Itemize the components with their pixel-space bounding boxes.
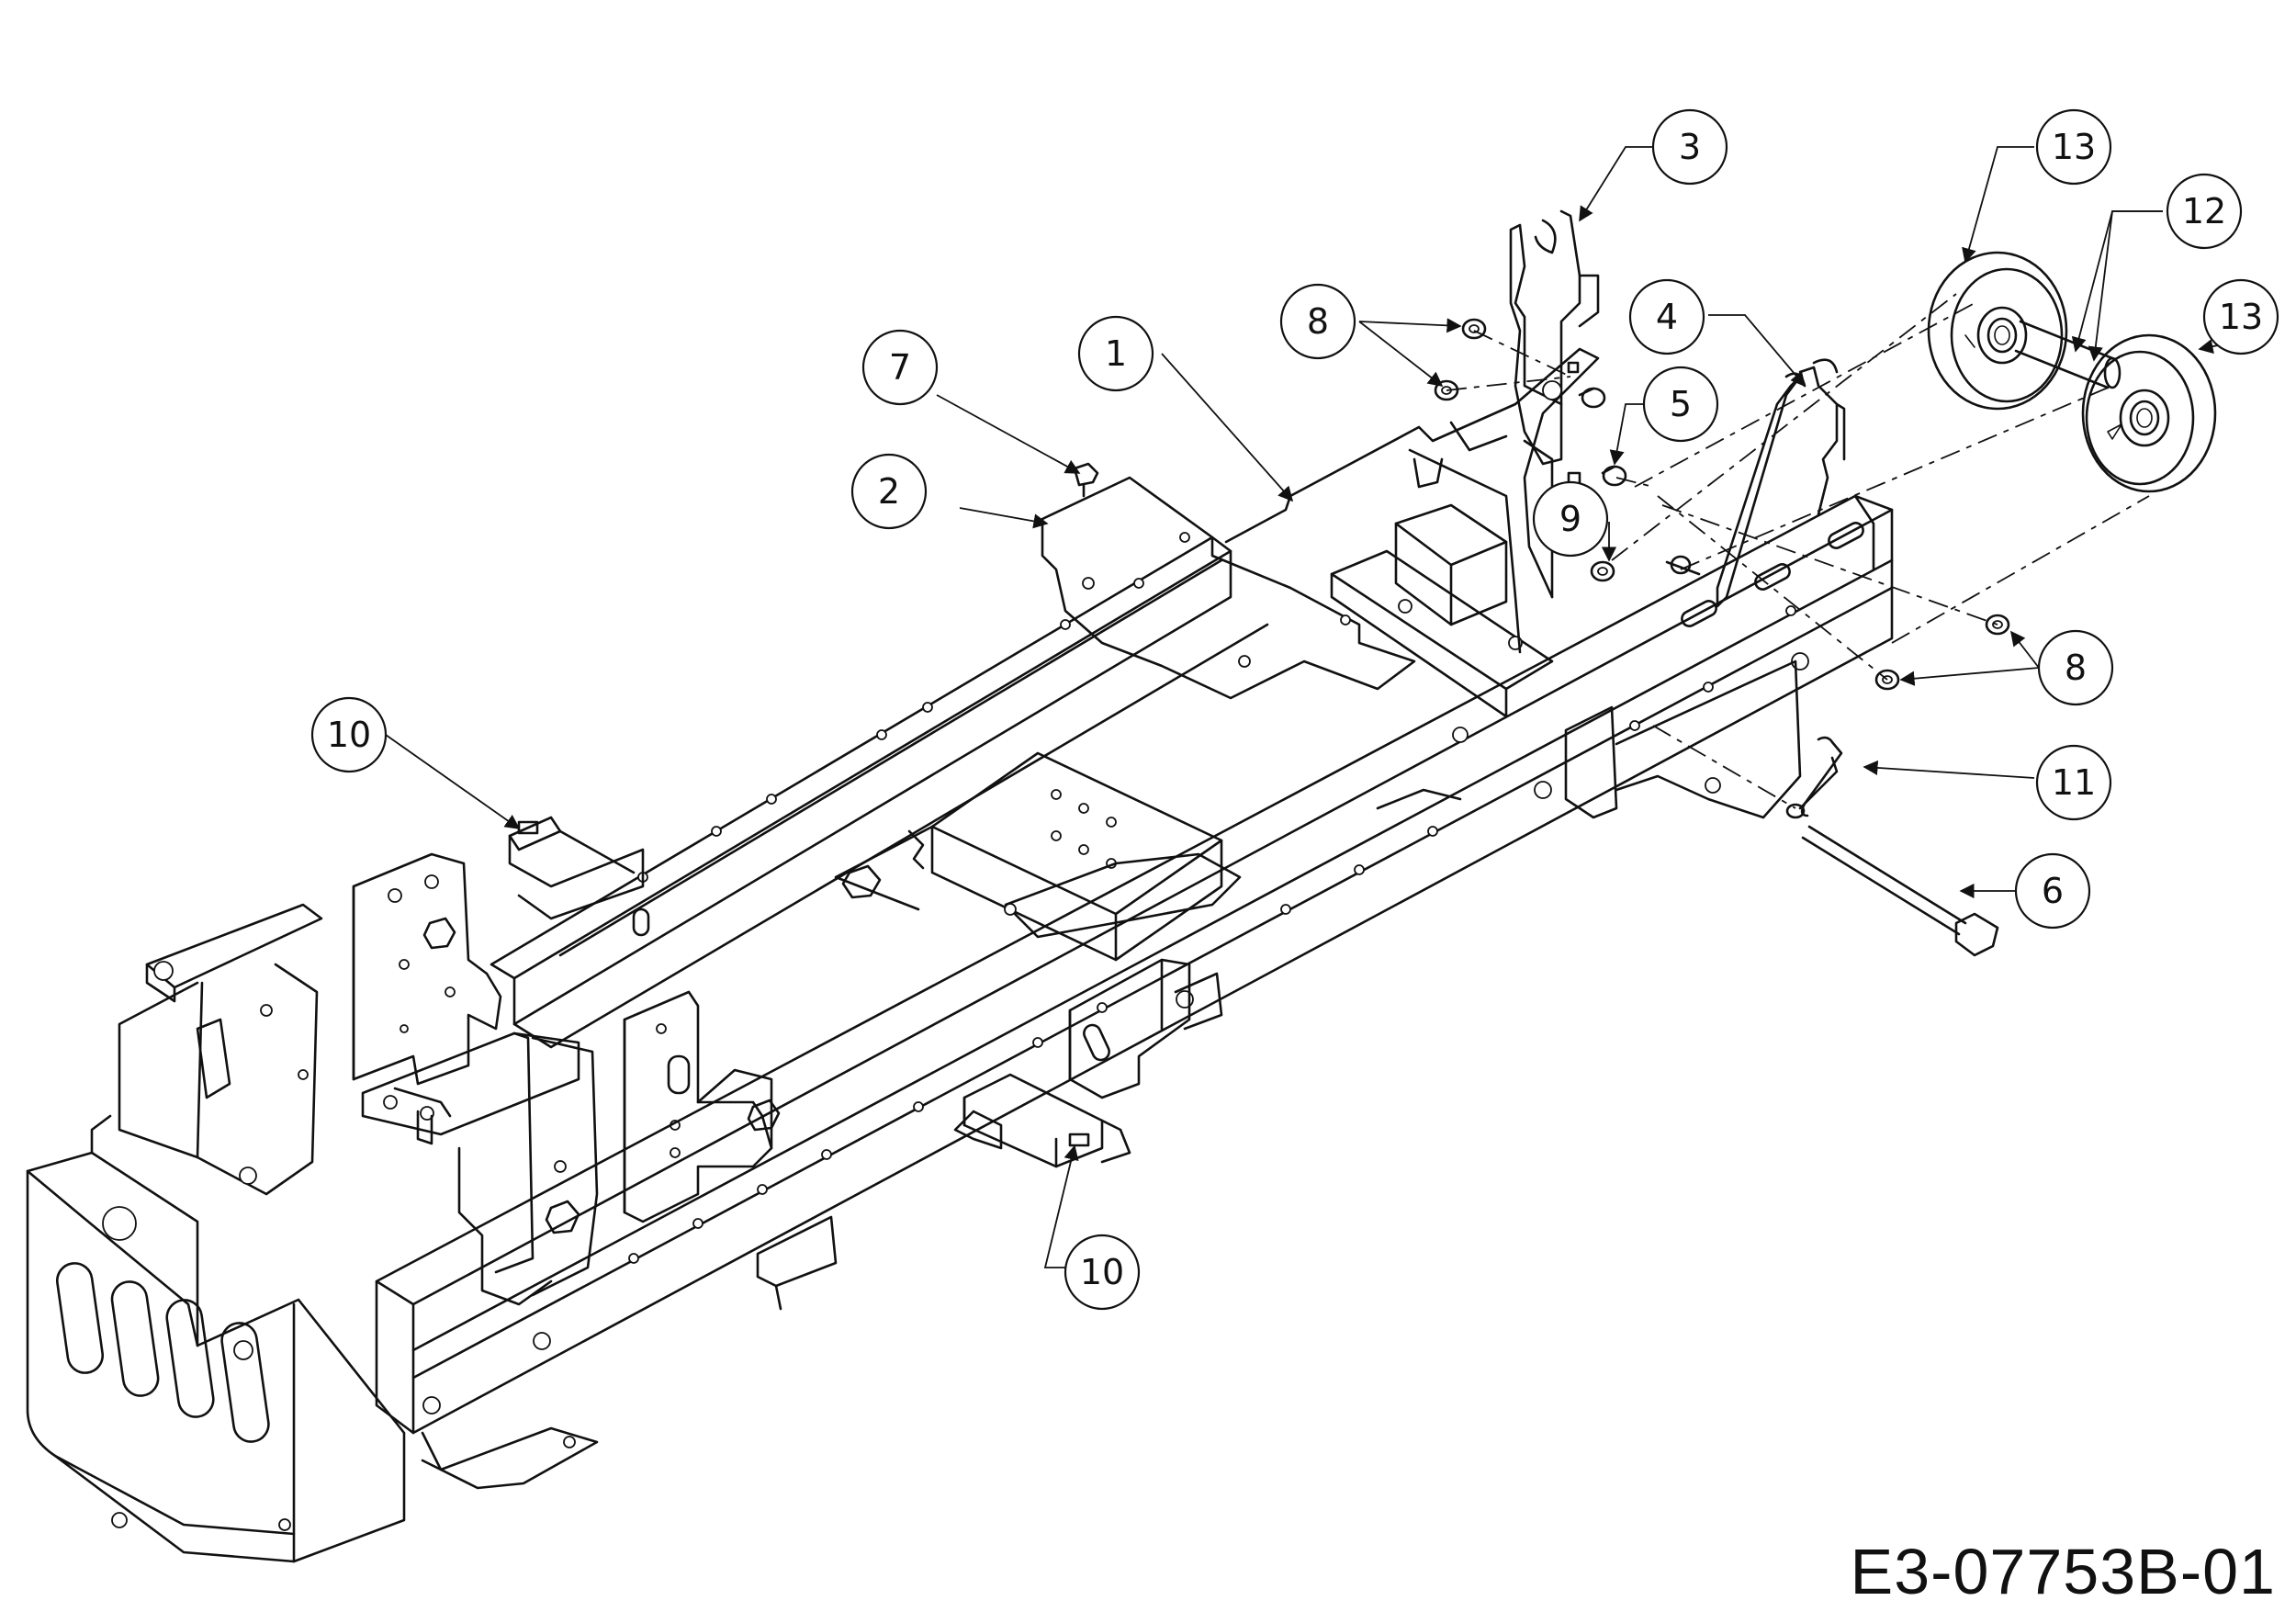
callout-10-center: 10 <box>1064 1234 1141 1311</box>
callout-4: 4 <box>1628 278 1705 355</box>
bolt-6 <box>1801 825 1999 957</box>
callout-label: 13 <box>2219 297 2263 337</box>
nut-8-upper-a <box>1461 318 1487 340</box>
lower-hangers <box>756 659 1802 1311</box>
callout-label: 7 <box>889 347 911 388</box>
pulley-assembly <box>1927 251 2217 493</box>
callout-11: 11 <box>2035 744 2112 821</box>
callout-2: 2 <box>850 453 928 530</box>
left-frame-rail <box>490 535 1269 1049</box>
callout-label: 6 <box>2042 871 2064 911</box>
bolt-7 <box>1073 462 1099 498</box>
callout-8-upper: 8 <box>1279 283 1356 360</box>
front-bumper-plate <box>26 1114 406 1563</box>
callout-12: 12 <box>2166 173 2243 250</box>
callout-13-left: 13 <box>2035 108 2112 186</box>
hardware <box>1073 318 2010 957</box>
callout-7: 7 <box>861 329 939 406</box>
assembly-lines <box>1446 293 2150 809</box>
callout-label: 1 <box>1105 333 1127 374</box>
pulley-13-left <box>1927 251 2068 411</box>
callout-3: 3 <box>1651 108 1728 186</box>
pin-5-a <box>1578 387 1606 409</box>
nut-9 <box>1590 560 1615 582</box>
callout-label: 4 <box>1656 297 1678 337</box>
left-upright-plate <box>352 852 502 1086</box>
callout-label: 11 <box>2052 762 2096 803</box>
mounting-plate-2 <box>1041 476 1416 700</box>
callout-13-right: 13 <box>2202 278 2279 355</box>
center-hinge-tab <box>1068 958 1223 1099</box>
lift-bracket-3 <box>1509 209 1600 486</box>
callout-9: 9 <box>1532 480 1609 558</box>
callout-label: 8 <box>1307 301 1329 342</box>
callout-label: 12 <box>2182 191 2226 231</box>
callout-label: 13 <box>2052 127 2096 167</box>
hairpin-11 <box>1785 736 1843 819</box>
callout-5: 5 <box>1642 366 1719 443</box>
rear-frame-plate-1 <box>1224 347 1600 599</box>
callout-label: 2 <box>878 471 900 512</box>
right-frame-rail <box>375 494 1894 1490</box>
callout-label: 5 <box>1670 384 1692 424</box>
callout-label: 3 <box>1679 127 1701 167</box>
pulley-13-right <box>2081 333 2217 493</box>
middle-cross-member <box>834 751 1242 962</box>
pin-5-b <box>1601 465 1627 487</box>
callout-label: 10 <box>1080 1252 1124 1292</box>
callout-1: 1 <box>1077 315 1154 392</box>
callout-label: 8 <box>2065 648 2087 688</box>
front-left-bracket <box>118 903 323 1196</box>
rear-cross-member <box>1330 439 1554 810</box>
callout-6: 6 <box>2014 852 2091 930</box>
leader-lines <box>385 146 2223 1268</box>
drawing-code: E3-07753B-01 <box>1850 1536 2276 1607</box>
hanger-10-left <box>508 816 645 920</box>
hanger-10-center <box>953 1073 1131 1168</box>
pin-rail <box>1665 555 1701 576</box>
callout-label: 9 <box>1559 499 1581 539</box>
left-hinge-assembly <box>361 1031 599 1306</box>
left-inner-bracket <box>623 990 781 1223</box>
callout-8-lower: 8 <box>2037 629 2114 706</box>
callout-label: 10 <box>327 715 371 755</box>
callout-10-left: 10 <box>310 696 388 773</box>
